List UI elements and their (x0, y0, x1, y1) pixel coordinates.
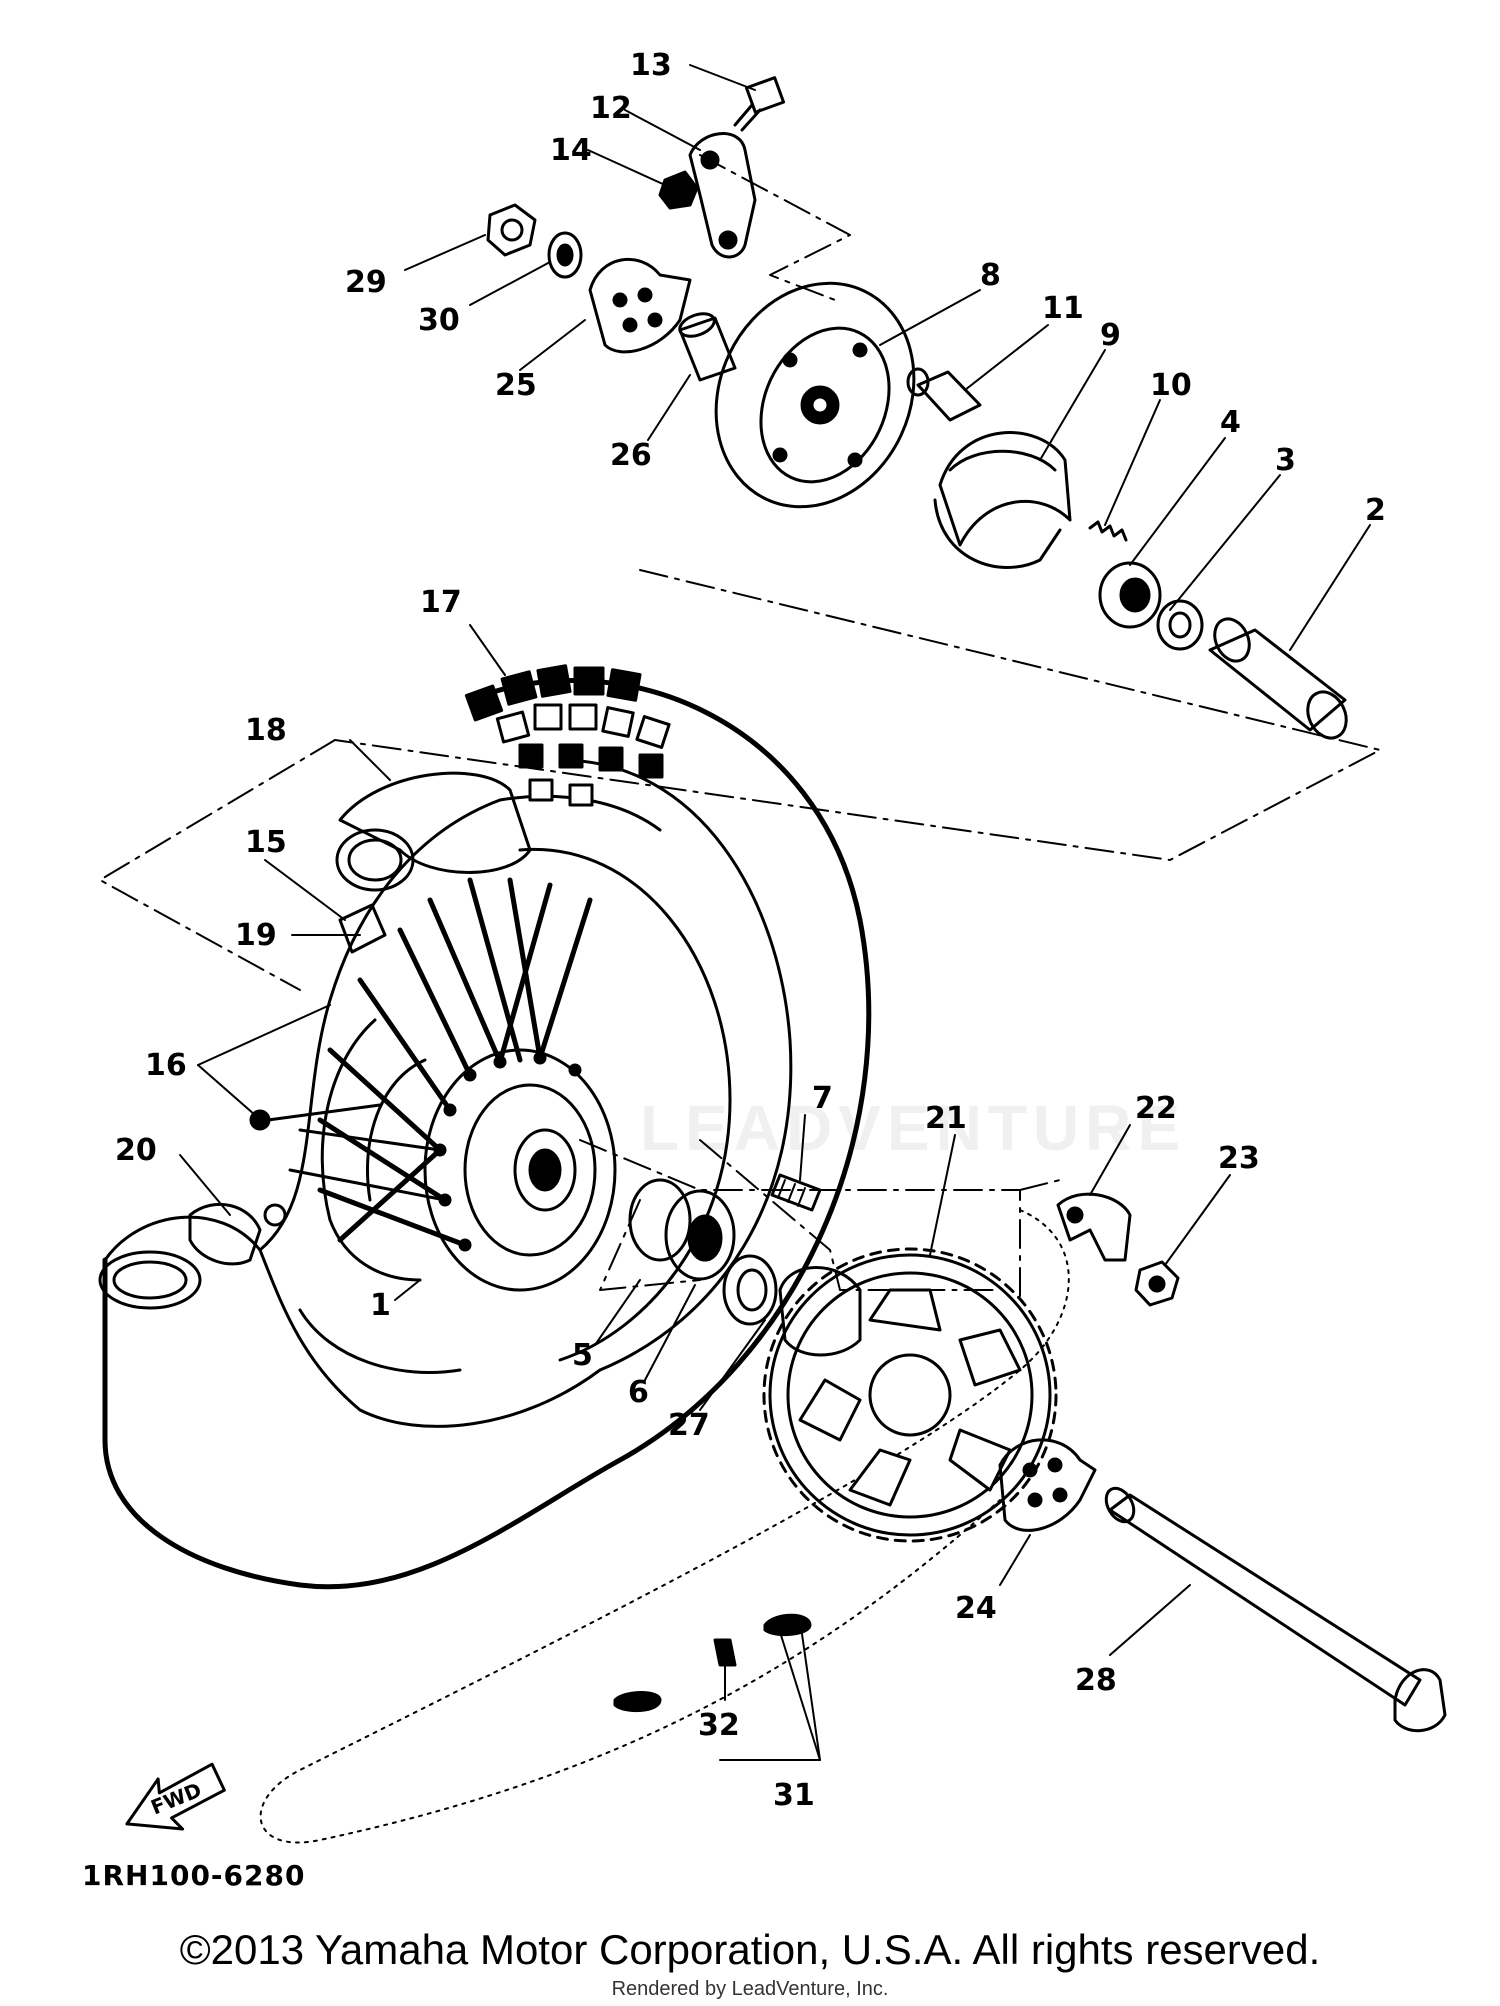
part-label-25: 25 (495, 368, 537, 403)
part-label-22: 22 (1135, 1091, 1177, 1126)
assembly-guides (99, 154, 1381, 1844)
part-label-29: 29 (345, 265, 387, 300)
part-label-19: 19 (235, 918, 277, 953)
part-label-17: 17 (420, 585, 462, 620)
part-label-15: 15 (245, 825, 287, 860)
part-label-7: 7 (812, 1081, 833, 1116)
part-label-8: 8 (980, 258, 1001, 293)
part-label-16: 16 (145, 1048, 187, 1083)
hub-illustration (249, 877, 617, 1292)
axle-left-parts (486, 203, 737, 382)
part-label-1: 1 (370, 1288, 391, 1323)
copyright-notice: ©2013 Yamaha Motor Corporation, U.S.A. A… (179, 1926, 1321, 1973)
part-label-11: 11 (1042, 291, 1084, 326)
part-number-labels: 1 2 3 4 5 6 7 8 9 10 11 12 13 14 15 16 1… (115, 48, 1386, 1813)
tire-tread (464, 664, 671, 807)
part-label-4: 4 (1220, 405, 1241, 440)
part-label-13: 13 (630, 48, 672, 83)
part-label-14: 14 (550, 133, 592, 168)
part-label-26: 26 (610, 438, 652, 473)
tube-illustration (338, 771, 532, 874)
part-label-28: 28 (1075, 1663, 1117, 1698)
part-label-12: 12 (590, 91, 632, 126)
forward-direction-arrow: FWD (125, 1762, 226, 1831)
axle-right-parts (1098, 561, 1348, 740)
rendered-by-notice: Rendered by LeadVenture, Inc. (611, 1978, 889, 2000)
part-label-23: 23 (1218, 1141, 1260, 1176)
part-label-6: 6 (628, 1375, 649, 1410)
part-label-32: 32 (698, 1708, 740, 1743)
sprocket-side-parts (613, 1173, 1447, 1733)
part-label-9: 9 (1100, 318, 1121, 353)
callout-leaders (179, 64, 1371, 1761)
part-label-31: 31 (773, 1778, 815, 1813)
part-label-3: 3 (1275, 443, 1296, 478)
part-label-2: 2 (1365, 493, 1386, 528)
part-label-21: 21 (925, 1101, 967, 1136)
drawing-code: 1RH100-6280 (82, 1859, 305, 1892)
watermark: LEADVENTURE (640, 1092, 1186, 1164)
part-label-18: 18 (245, 713, 287, 748)
part-label-30: 30 (418, 303, 460, 338)
part-label-27: 27 (668, 1408, 710, 1443)
part-label-10: 10 (1150, 368, 1192, 403)
part-label-24: 24 (955, 1591, 997, 1626)
part-label-5: 5 (572, 1338, 593, 1373)
brake-parts (658, 76, 1128, 569)
part-label-20: 20 (115, 1133, 157, 1168)
tire-illustration (98, 664, 872, 1590)
